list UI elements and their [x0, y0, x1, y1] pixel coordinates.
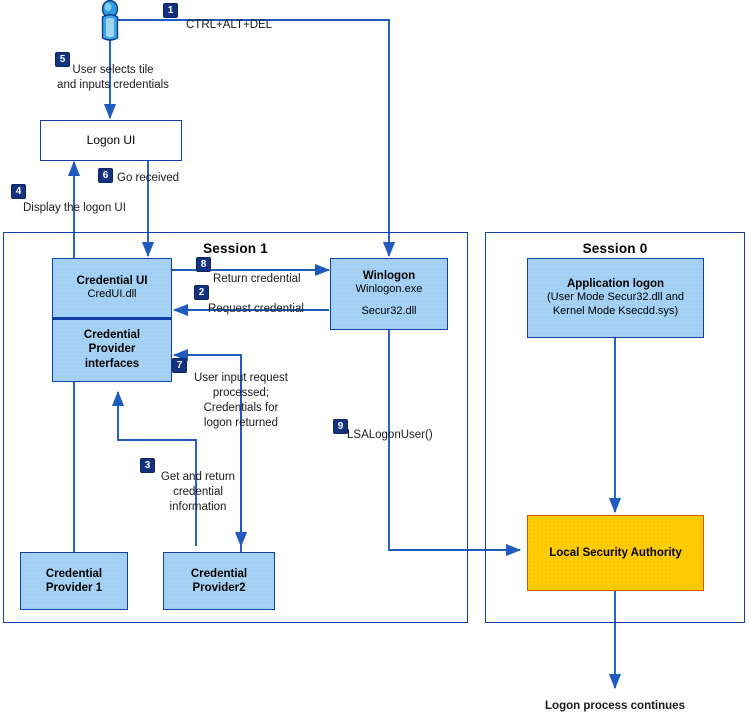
- application-logon-title: Application logon: [566, 278, 665, 291]
- winlogon-subtitle: Winlogon.exe: [355, 283, 423, 296]
- step-badge-4: 4: [11, 184, 26, 199]
- step-badge-7: 7: [172, 358, 187, 373]
- node-logon-ui[interactable]: Logon UI: [40, 120, 182, 161]
- step-badge-8: 8: [196, 257, 211, 272]
- step-label-4: Display the logon UI: [23, 202, 126, 214]
- node-credential-provider-2[interactable]: Credential Provider2: [163, 552, 275, 610]
- step-label-7: User input request processed; Credential…: [194, 372, 288, 429]
- cpi-line-2: Provider: [88, 343, 136, 356]
- step-badge-2: 2: [194, 285, 209, 300]
- node-credential-provider-interfaces[interactable]: Credential Provider interfaces: [52, 318, 172, 382]
- application-logon-line-2: (User Mode Secur32.dll and: [547, 291, 684, 304]
- winlogon-title: Winlogon: [362, 270, 416, 283]
- node-credential-provider-1[interactable]: Credential Provider 1: [20, 552, 128, 610]
- step-label-1: CTRL+ALT+DEL: [186, 19, 273, 31]
- step-badge-9: 9: [333, 419, 348, 434]
- node-local-security-authority[interactable]: Local Security Authority: [527, 515, 704, 591]
- application-logon-line-3: Kernel Mode Ksecdd.sys): [552, 305, 679, 318]
- cpi-line-1: Credential: [83, 328, 141, 341]
- session-1-title: Session 1: [203, 241, 268, 256]
- step-label-2: Request credential: [208, 303, 304, 315]
- lsa-label: Local Security Authority: [549, 546, 682, 559]
- user-icon: [101, 0, 119, 41]
- credential-ui-divider: [52, 318, 172, 320]
- session-0-container: Session 0: [485, 232, 745, 623]
- cp2-line-2: Provider2: [192, 582, 246, 594]
- node-credential-ui[interactable]: Credential UI CredUI.dll: [52, 258, 172, 318]
- step-label-5: User selects tile and inputs credentials: [57, 64, 169, 91]
- step-label-6: Go received: [117, 172, 180, 184]
- cpi-line-3: interfaces: [84, 357, 140, 370]
- cp2-line-1: Credential: [190, 567, 248, 580]
- session-0-title: Session 0: [582, 241, 648, 256]
- step-label-8: Return credential: [213, 273, 301, 285]
- logon-ui-label: Logon UI: [86, 133, 136, 147]
- node-winlogon[interactable]: Winlogon Winlogon.exe Secur32.dll: [330, 258, 448, 330]
- credential-ui-subtitle: CredUI.dll: [87, 288, 137, 301]
- step-badge-3: 3: [140, 458, 155, 473]
- cp1-line-2: Provider 1: [45, 582, 103, 594]
- step-label-3: Get and return credential information: [160, 471, 236, 513]
- step-badge-1: 1: [163, 3, 178, 18]
- step-badge-5: 5: [55, 52, 70, 67]
- footer-label: Logon process continues: [545, 700, 685, 712]
- cp1-line-1: Credential: [45, 567, 103, 580]
- credential-ui-title: Credential UI: [76, 274, 148, 287]
- step-badge-6: 6: [98, 168, 113, 183]
- node-application-logon[interactable]: Application logon (User Mode Secur32.dll…: [527, 258, 704, 338]
- step-label-9: LSALogonUser(): [347, 429, 433, 441]
- session-1-container: Session 1: [3, 232, 468, 623]
- winlogon-extra: Secur32.dll: [361, 305, 417, 318]
